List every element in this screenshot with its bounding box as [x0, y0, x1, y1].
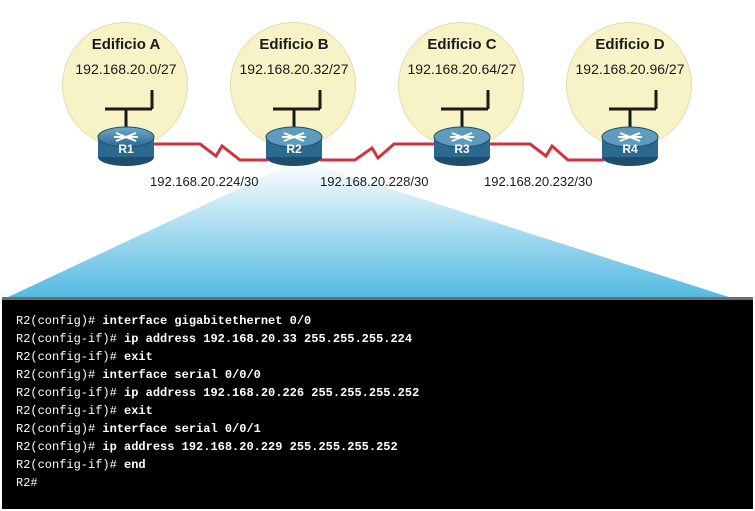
link-label-r1-r2: 192.168.20.224/30	[150, 174, 259, 189]
router-icon	[97, 126, 155, 166]
serial-link-r2-r3	[320, 142, 436, 162]
console-prompt: R2(config)#	[16, 314, 96, 328]
console-line: R2(config-if)# end	[16, 456, 419, 474]
router-icon	[601, 126, 659, 166]
console-line: R2(config-if)# exit	[16, 402, 419, 420]
console-prompt: R2#	[16, 476, 38, 490]
router-r4[interactable]: R4	[601, 125, 659, 167]
building-name: Edificio A	[91, 36, 161, 53]
topology-canvas	[6, 160, 732, 298]
router-icon	[433, 126, 491, 166]
console-prompt: R2(config)#	[16, 368, 96, 382]
console-command: interface serial 0/0/0	[102, 368, 261, 382]
console-prompt: R2(config)#	[16, 422, 96, 436]
console-prompt: R2(config-if)#	[16, 350, 117, 364]
lan-segments	[105, 90, 658, 127]
serial-link-r3-r4	[488, 142, 604, 162]
console-prompt: R2(config-if)#	[16, 404, 117, 418]
router-label: R1	[118, 142, 134, 156]
console-command: ip address 192.168.20.33 255.255.255.224	[124, 332, 413, 346]
lan-d	[609, 90, 658, 127]
building-name: Edificio C	[427, 36, 497, 53]
console-lines: R2(config)# interface gigabitethernet 0/…	[16, 312, 419, 492]
building-network: 192.168.20.32/27	[239, 61, 349, 77]
building-network: 192.168.20.96/27	[575, 61, 685, 77]
console-command: exit	[124, 404, 153, 418]
router-r3[interactable]: R3	[433, 125, 491, 167]
serial-link-r1-r2	[152, 142, 268, 162]
serial-links	[152, 142, 604, 162]
router-r2[interactable]: R2	[265, 125, 323, 167]
console-command: ip address 192.168.20.229 255.255.255.25…	[102, 440, 398, 454]
lan-b	[273, 90, 322, 127]
console-prompt: R2(config-if)#	[16, 386, 117, 400]
console-line: R2(config)# interface gigabitethernet 0/…	[16, 312, 419, 330]
link-label-r3-r4: 192.168.20.232/30	[484, 174, 593, 189]
console-line: R2(config)# ip address 192.168.20.229 25…	[16, 438, 419, 456]
console-prompt: R2(config-if)#	[16, 458, 117, 472]
console-prompt: R2(config-if)#	[16, 332, 117, 346]
console-line: R2(config-if)# ip address 192.168.20.33 …	[16, 330, 419, 348]
console-line: R2(config)# interface serial 0/0/0	[16, 366, 419, 384]
console-command: ip address 192.168.20.226 255.255.255.25…	[124, 386, 420, 400]
console-line: R2(config-if)# ip address 192.168.20.226…	[16, 384, 419, 402]
building-name: Edificio D	[595, 36, 665, 53]
console-command: interface gigabitethernet 0/0	[102, 314, 312, 328]
router-label: R2	[286, 142, 302, 156]
router-label: R4	[622, 142, 638, 156]
console-line: R2(config)# interface serial 0/0/1	[16, 420, 419, 438]
console-prompt: R2(config)#	[16, 440, 96, 454]
building-network: 192.168.20.0/27	[75, 61, 177, 77]
lan-a	[105, 90, 154, 127]
building-d: Edificio D 192.168.20.96/27	[566, 22, 692, 148]
links-overlay	[105, 90, 658, 162]
link-label-r2-r3: 192.168.20.228/30	[320, 174, 429, 189]
console-line: R2(config-if)# exit	[16, 348, 419, 366]
building-network: 192.168.20.64/27	[407, 61, 517, 77]
console-line: R2#	[16, 474, 419, 492]
router-label: R3	[454, 142, 470, 156]
building-name: Edificio B	[259, 36, 329, 53]
lan-c	[441, 90, 490, 127]
building-a: Edificio A 192.168.20.0/27	[62, 22, 188, 148]
router-r1[interactable]: R1	[97, 125, 155, 167]
router-icon	[265, 126, 323, 166]
console-command: interface serial 0/0/1	[102, 422, 261, 436]
console-command: end	[124, 458, 146, 472]
zoom-cone	[6, 160, 732, 298]
console-command: exit	[124, 350, 153, 364]
cli-console: R2(config)# interface gigabitethernet 0/…	[2, 297, 753, 509]
